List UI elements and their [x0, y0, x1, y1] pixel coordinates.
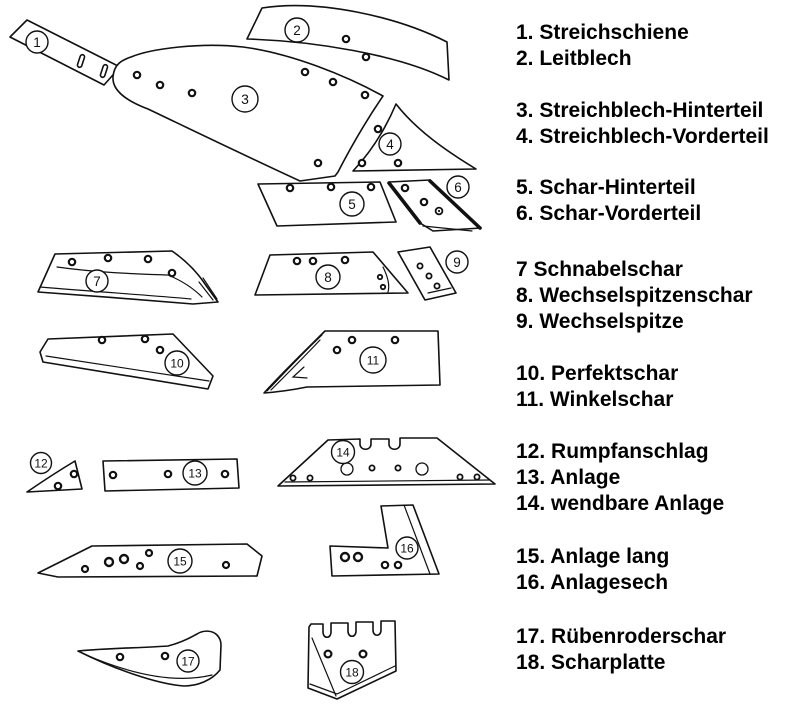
svg-text:18: 18 [345, 666, 359, 680]
svg-text:16: 16 [400, 542, 414, 556]
svg-text:13: 13 [188, 467, 202, 481]
part-7-schnabelschar [37, 250, 219, 305]
part-17-number-badge: 17 [176, 649, 200, 673]
part-17-ruebenroderschar [77, 630, 222, 687]
part-1-streichschiene [9, 19, 121, 86]
legend-item-2: 2. Leitblech [516, 47, 632, 70]
legend: 1. Streichschiene 2. Leitblech 3. Streichb… [516, 0, 800, 707]
part-10-number-badge: 10 [164, 350, 190, 376]
part-11-winkelschar [263, 330, 441, 394]
part-6-schar-vorderteil [387, 179, 482, 232]
svg-text:1: 1 [33, 35, 41, 50]
part-12-rumpfanschlag [26, 460, 83, 493]
legend-item-8: 8. Wechselspitzenschar [516, 284, 753, 307]
svg-text:4: 4 [386, 137, 394, 152]
legend-item-7: 7 Schnabelschar [516, 258, 683, 281]
legend-item-13: 13. Anlage [516, 466, 621, 489]
legend-item-10: 10. Perfektschar [516, 362, 679, 385]
svg-text:10: 10 [170, 357, 184, 371]
part-11-number-badge: 11 [359, 346, 387, 374]
legend-item-15: 15. Anlage lang [516, 545, 670, 568]
part-4-number-badge: 4 [378, 132, 402, 156]
svg-text:9: 9 [453, 255, 461, 270]
part-8-number-badge: 8 [315, 264, 341, 290]
legend-group-3: 5. Schar-Hinterteil 6. Schar-Vorderteil [516, 175, 701, 227]
legend-group-1: 1. Streichschiene 2. Leitblech [516, 20, 689, 72]
legend-group-7: 15. Anlage lang 16. Anlagesech [516, 544, 669, 596]
part-16-number-badge: 16 [395, 536, 419, 560]
part-3-number-badge: 3 [231, 85, 259, 113]
svg-text:11: 11 [367, 354, 380, 368]
legend-item-3: 3. Streichblech-Hinterteil [516, 99, 764, 122]
part-3-streichblech-hinterteil [112, 44, 384, 182]
svg-text:3: 3 [241, 91, 249, 107]
part-1-number-badge: 1 [25, 30, 49, 54]
part-6-number-badge: 6 [446, 175, 470, 199]
part-14-wendbare-anlage [277, 437, 496, 487]
legend-group-8: 17. Rübenroderschar 18. Scharplatte [516, 624, 726, 676]
part-5-schar-hinterteil [257, 181, 397, 227]
svg-text:15: 15 [173, 555, 187, 569]
part-14-number-badge: 14 [330, 439, 356, 465]
legend-item-18: 18. Scharplatte [516, 651, 666, 674]
legend-group-6: 12. Rumpfanschlag 13. Anlage 14. wendbare … [516, 439, 724, 517]
legend-group-5: 10. Perfektschar 11. Winkelschar [516, 361, 678, 413]
part-15-number-badge: 15 [167, 548, 193, 574]
legend-item-14: 14. wendbare Anlage [516, 492, 725, 515]
part-5-number-badge: 5 [339, 191, 365, 217]
legend-item-6: 6. Schar-Vorderteil [516, 202, 702, 225]
part-18-number-badge: 18 [339, 659, 365, 685]
part-9-wechselspitze [397, 246, 457, 301]
part-2-number-badge: 2 [284, 17, 310, 43]
svg-text:14: 14 [336, 446, 350, 460]
legend-item-1: 1. Streichschiene [516, 21, 689, 44]
svg-text:2: 2 [293, 23, 301, 38]
svg-text:12: 12 [34, 457, 48, 471]
part-15-anlage-lang [37, 543, 263, 578]
part-4-streichblech-vorderteil [352, 103, 477, 172]
legend-item-12: 12. Rumpfanschlag [516, 440, 709, 463]
legend-group-2: 3. Streichblech-Hinterteil 4. Streichblec… [516, 98, 769, 150]
legend-item-17: 17. Rübenroderschar [516, 625, 727, 648]
svg-text:17: 17 [181, 655, 195, 669]
part-9-number-badge: 9 [445, 250, 469, 274]
part-16-anlagesech [329, 504, 440, 577]
svg-text:7: 7 [93, 274, 101, 289]
legend-group-4: 7 Schnabelschar 8. Wechselspitzenschar 9. … [516, 257, 753, 335]
legend-item-11: 11. Winkelschar [516, 388, 674, 411]
svg-text:8: 8 [324, 270, 332, 285]
svg-text:6: 6 [454, 180, 462, 195]
legend-item-9: 9. Wechselspitze [516, 310, 684, 333]
legend-item-4: 4. Streichblech-Vorderteil [516, 125, 769, 148]
svg-text:5: 5 [348, 197, 356, 212]
legend-item-16: 16. Anlagesech [516, 571, 669, 594]
part-10-perfektschar [39, 333, 214, 390]
part-12-number-badge: 12 [29, 451, 53, 475]
legend-item-5: 5. Schar-Hinterteil [516, 176, 696, 199]
part-13-anlage [102, 458, 240, 492]
part-7-number-badge: 7 [85, 269, 109, 293]
part-13-number-badge: 13 [182, 460, 208, 486]
